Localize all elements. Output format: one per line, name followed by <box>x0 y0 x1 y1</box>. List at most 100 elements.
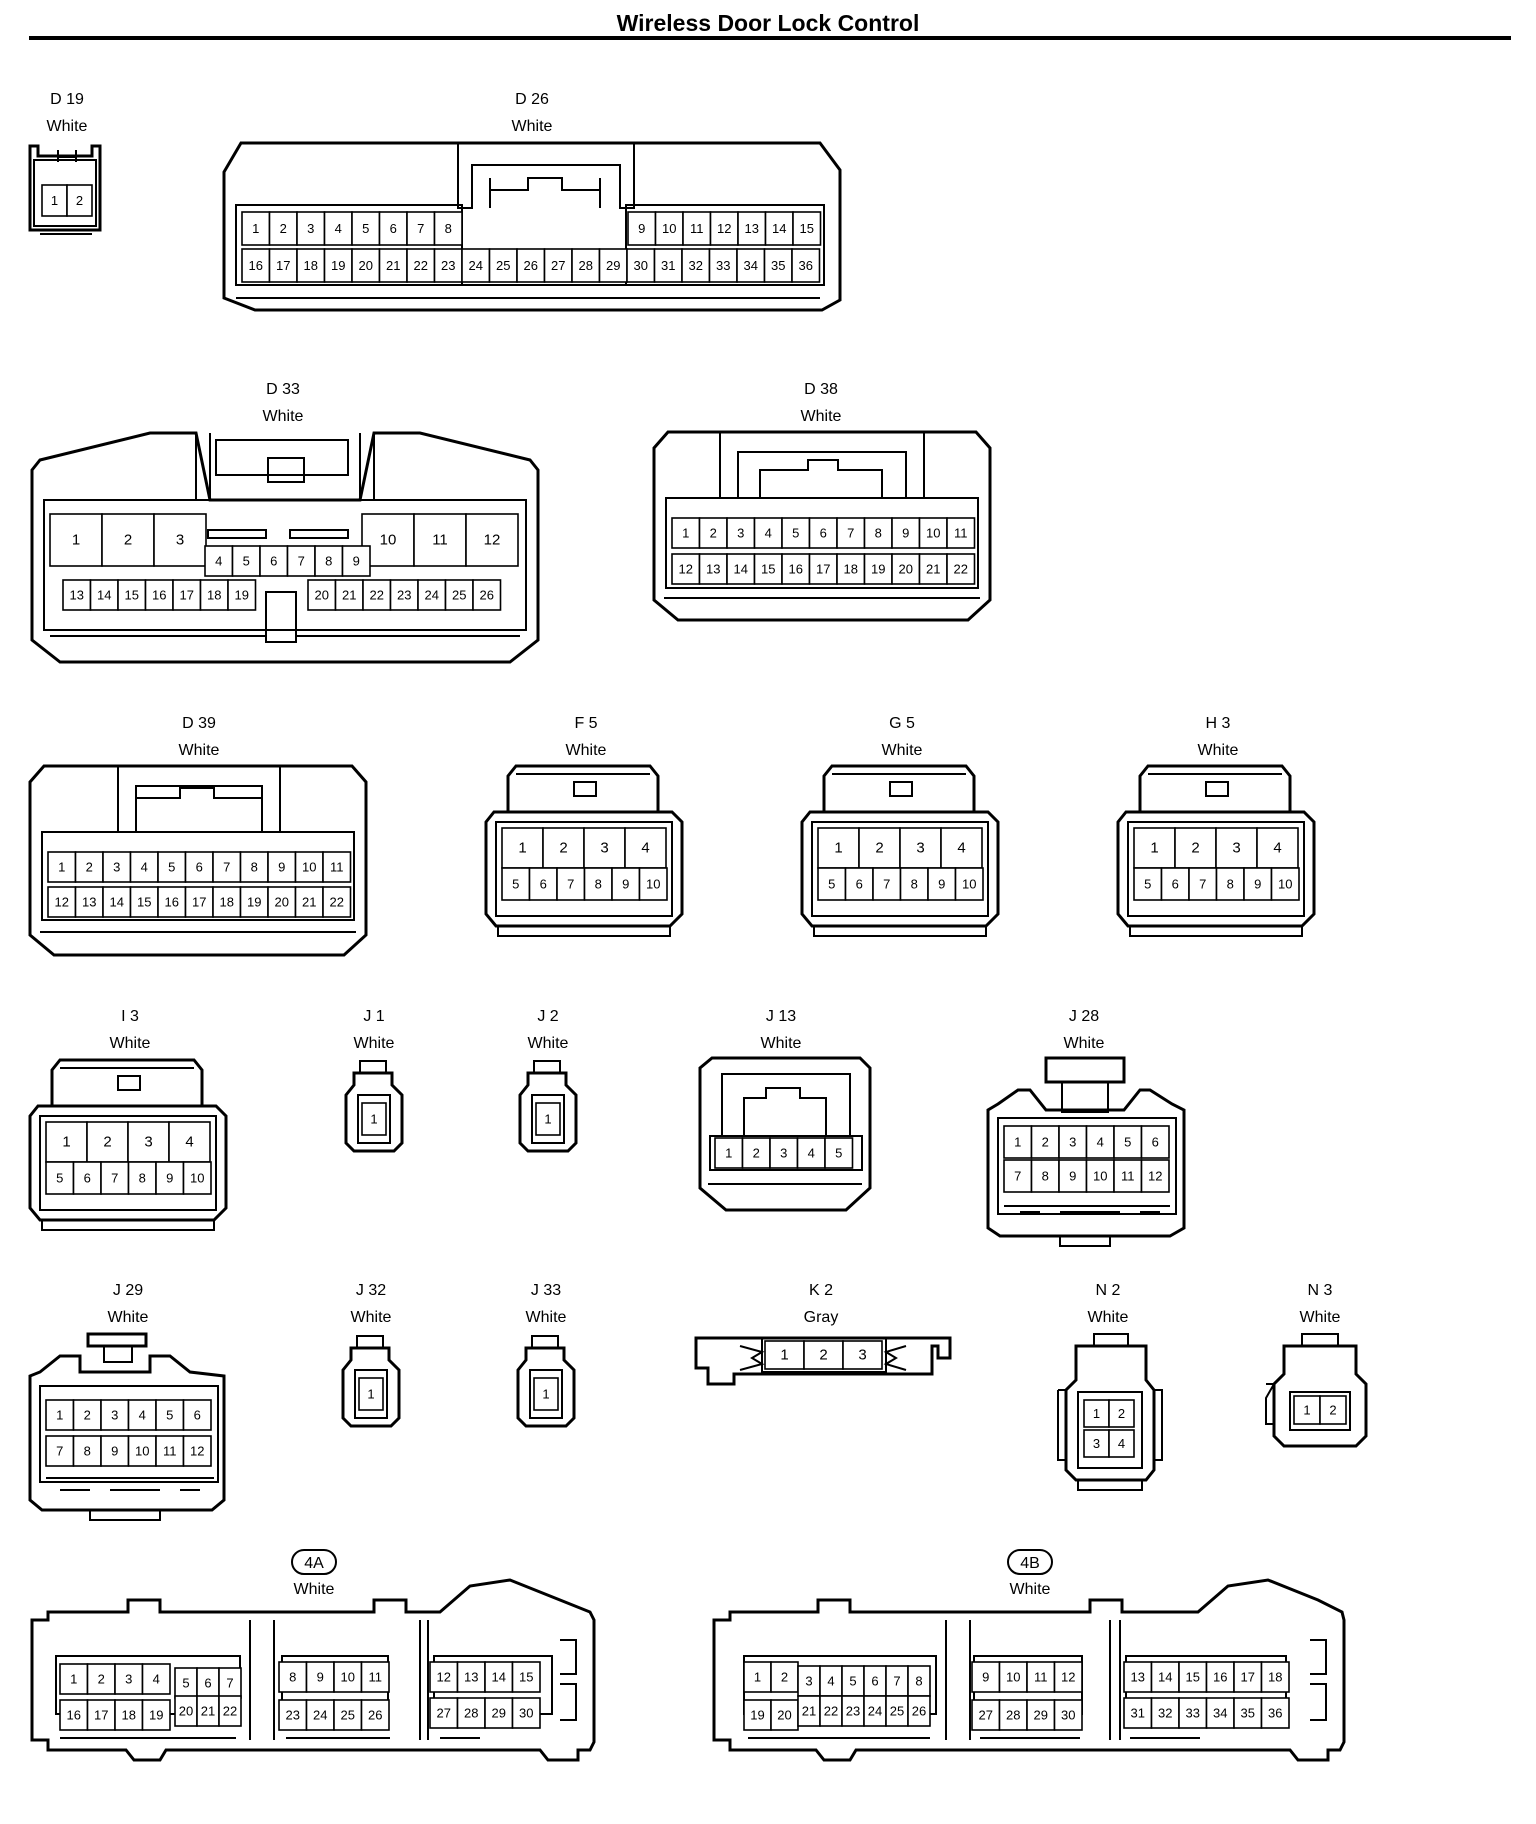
pin-label: 28 <box>579 258 593 273</box>
connector-outline <box>135 787 262 832</box>
pin-cell <box>899 867 929 901</box>
pin-label: 9 <box>982 1670 989 1685</box>
pin-label: 4 <box>641 840 649 857</box>
pin-label: 31 <box>661 258 675 273</box>
pin-label: 4 <box>139 1408 146 1423</box>
pin-label: 16 <box>1213 1670 1227 1685</box>
connector-outline <box>1265 1383 1276 1425</box>
pin-label: 25 <box>452 588 466 603</box>
pin-label: 1 <box>72 532 80 549</box>
connector-outline <box>344 1071 404 1153</box>
pin-label: 2 <box>84 1408 91 1423</box>
connector-outline <box>50 1058 204 1108</box>
pin-cell <box>1113 1159 1143 1193</box>
connector-body <box>265 591 297 643</box>
connector-outline <box>1064 1344 1156 1482</box>
pin-cell <box>41 184 68 217</box>
pin-label: 1 <box>1093 1406 1100 1421</box>
connector-color: White <box>526 1309 567 1326</box>
pin-label: 10 <box>135 1444 149 1459</box>
pin-cell <box>231 545 261 577</box>
connector-code: D 39 <box>182 715 216 732</box>
pin-cell <box>1030 1125 1060 1159</box>
pin-label: 5 <box>56 1171 63 1186</box>
pin-label: 17 <box>180 588 194 603</box>
pin-cell <box>863 517 893 549</box>
pin-cell <box>129 886 159 918</box>
pin-label: 3 <box>125 1672 132 1687</box>
pin-cell <box>1260 1661 1290 1693</box>
pin-cell <box>341 545 371 577</box>
pin-label: 10 <box>380 532 397 549</box>
connector-code: J 1 <box>363 1008 384 1025</box>
connector-body <box>207 529 267 539</box>
connector-color: White <box>1064 1035 1105 1052</box>
pin-label: 17 <box>816 562 830 577</box>
pin-cell <box>1058 1125 1088 1159</box>
pin-label: 7 <box>111 1171 118 1186</box>
pin-cell <box>378 211 408 246</box>
connector-outline <box>1044 1056 1126 1084</box>
pin-cell <box>501 867 531 901</box>
title-rule <box>29 36 1511 40</box>
pin-label: 28 <box>464 1706 478 1721</box>
connector-body <box>43 499 527 631</box>
connector-outline <box>195 433 375 500</box>
pin-cell <box>114 1699 144 1731</box>
connector-outline <box>518 1071 578 1153</box>
pin-label: 5 <box>168 860 175 875</box>
pin-label: 14 <box>734 562 748 577</box>
pin-cell <box>918 553 948 585</box>
pin-label: 3 <box>111 1408 118 1423</box>
pin-label: 4 <box>185 1134 193 1151</box>
pin-cell <box>842 1340 883 1370</box>
pin-cell <box>946 517 976 549</box>
pin-label: 3 <box>805 1674 812 1689</box>
pin-label: 1 <box>1303 1403 1310 1418</box>
pin-label: 13 <box>745 221 759 236</box>
pin-cell <box>1003 1125 1033 1159</box>
pin-cell <box>1205 1661 1235 1693</box>
pin-label: 15 <box>519 1670 533 1685</box>
pin-label: 16 <box>789 562 803 577</box>
pin-label: 18 <box>220 895 234 910</box>
pin-label: 7 <box>1014 1169 1021 1184</box>
pin-label: 18 <box>122 1708 136 1723</box>
pin-label: 26 <box>480 588 494 603</box>
pin-label: 10 <box>662 221 676 236</box>
pin-cell <box>433 211 463 246</box>
pin-cell <box>764 1340 805 1370</box>
pin-cell <box>351 248 381 283</box>
pin-cell <box>1319 1395 1347 1425</box>
pin-label: 3 <box>858 1347 866 1364</box>
connector-outline <box>739 1345 765 1371</box>
pin-label: 17 <box>192 895 206 910</box>
pin-cell <box>168 1121 211 1163</box>
connector-outline <box>560 1639 577 1721</box>
pin-cell <box>792 211 822 246</box>
pin-cell <box>501 827 544 869</box>
pin-label: 4 <box>335 221 342 236</box>
pin-label: 9 <box>902 526 909 541</box>
pin-label: 2 <box>98 1672 105 1687</box>
pin-cell <box>322 851 352 883</box>
connector-code: G 5 <box>889 715 915 732</box>
connector-color: White <box>108 1309 149 1326</box>
pin-label: 5 <box>243 554 250 569</box>
connector-color: White <box>179 742 220 759</box>
connector-code: I 3 <box>121 1008 139 1025</box>
connector-outline <box>41 1220 215 1231</box>
pin-label: 1 <box>780 1347 788 1364</box>
connector-outline <box>813 926 987 937</box>
pin-cell <box>872 867 902 901</box>
pin-label: 29 <box>606 258 620 273</box>
pin-label: 1 <box>754 1670 761 1685</box>
connector-body <box>889 781 913 797</box>
pin-cell <box>102 851 132 883</box>
pin-cell <box>511 1697 541 1729</box>
